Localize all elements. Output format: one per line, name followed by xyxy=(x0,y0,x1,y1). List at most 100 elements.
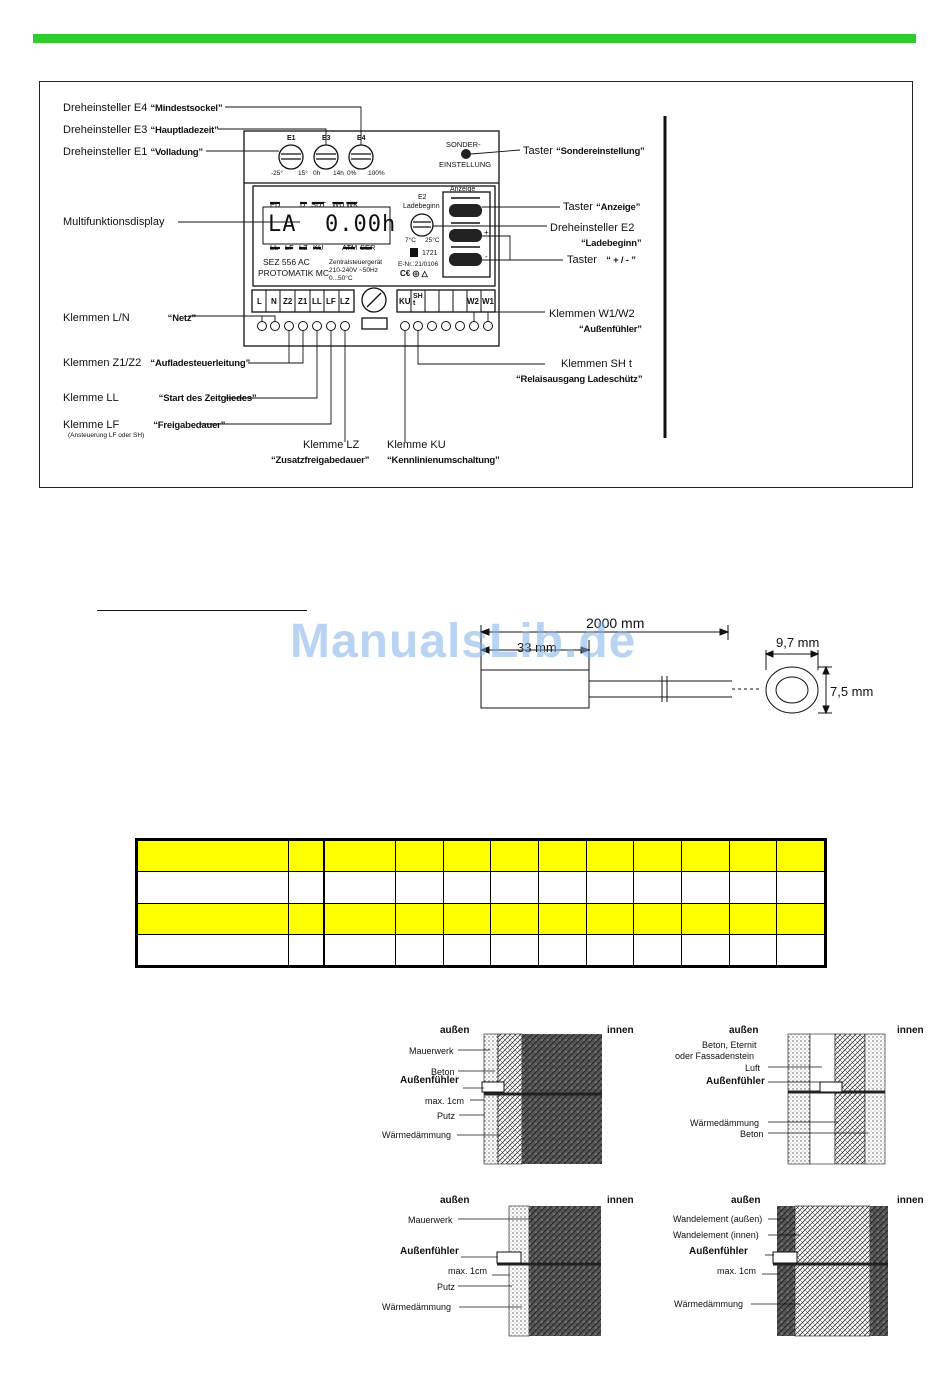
label-klemmen-sht-quote: “Relaisausgang Ladeschütz” xyxy=(516,373,642,386)
e4-scale-max: 100% xyxy=(368,170,385,177)
e2-knob-sub: Ladebeginn xyxy=(403,203,440,210)
w1-outside-label: außen xyxy=(440,1025,470,1036)
label-e1-quote: “Volladung” xyxy=(150,147,203,158)
label-klemme-lz-name: Klemme LZ xyxy=(303,439,360,451)
label-e1: Dreheinsteller E1 “Volladung” xyxy=(63,146,203,159)
wall-diagram-3 xyxy=(496,1205,601,1337)
label-klemme-lf-quote: “Freigabedauer” xyxy=(153,420,226,431)
w1-label-mauerwerk: Mauerwerk xyxy=(409,1046,454,1056)
w3-label-aussenfuehler: Außenfühler xyxy=(400,1246,459,1257)
table-row xyxy=(137,933,825,967)
cover-latch xyxy=(361,317,388,330)
label-klemmen-z1z2: Klemmen Z1/Z2 “Aufladesteuerleitung” xyxy=(63,357,250,370)
label-klemme-ll-name: Klemme LL xyxy=(63,392,119,404)
lcd-top-ed: ED xyxy=(270,200,281,209)
sensor-head xyxy=(480,669,590,709)
label-taster-pm-name: Taster xyxy=(567,254,597,266)
w4-label-wandelement-aussen: Wandelement (außen) xyxy=(673,1214,763,1224)
device-model: SEZ 556 AC xyxy=(263,257,310,267)
e1-scale-min: -25° xyxy=(271,170,283,177)
lcd-bot-ser: SER xyxy=(360,243,376,252)
lcd-top-wu: WU xyxy=(332,200,345,209)
e2-scale-min: 7°C xyxy=(405,237,416,244)
label-klemmen-z1z2-name: Klemmen Z1/Z2 xyxy=(63,357,142,369)
sensor-head-length-label: 33 mm xyxy=(517,640,557,655)
w3-inside-label: innen xyxy=(607,1195,634,1206)
w1-label-max: max. 1cm xyxy=(425,1096,465,1106)
terminal-n: N xyxy=(271,297,277,306)
minus-symbol: - xyxy=(485,252,488,261)
w1-label-waermedaemmung: Wärmedämmung xyxy=(382,1130,452,1140)
label-taster-anzeige: Taster “Anzeige” xyxy=(563,201,640,214)
label-e4: Dreheinsteller E4 “Mindestsockel” xyxy=(63,102,223,115)
approval-icon xyxy=(410,248,418,257)
w3-label-waermedaemmung: Wärmedämmung xyxy=(382,1302,452,1312)
terminal-block-left xyxy=(251,289,355,313)
label-klemme-ku-name: Klemme KU xyxy=(387,439,446,451)
w4-label-aussenfuehler: Außenfühler xyxy=(689,1246,748,1257)
e4-scale-min: 0% xyxy=(347,170,357,177)
w2-label-waermedaemmung: Wärmedämmung xyxy=(690,1118,760,1128)
terminal-w2: W2 xyxy=(467,297,479,306)
watermark: ManualsLib.de xyxy=(290,615,637,668)
terminal-sht: SH t xyxy=(413,293,423,307)
w2-label-beton: Beton xyxy=(740,1129,764,1139)
label-taster-anzeige-name: Taster xyxy=(563,201,593,213)
label-e1-name: Dreheinsteller E1 xyxy=(63,146,148,158)
w4-inside-label: innen xyxy=(897,1195,924,1206)
lcd-top-wk: WK xyxy=(346,200,359,209)
button-panel xyxy=(442,191,491,278)
w3-label-max: max. 1cm xyxy=(448,1266,488,1276)
knob-e4 xyxy=(348,144,374,170)
lcd-top-d: D xyxy=(300,200,306,209)
label-e3: Dreheinsteller E3 “Hauptladezeit” xyxy=(63,124,219,137)
knob-e3-label: E3 xyxy=(322,135,331,142)
label-klemmen-sht-quote-text: “Relaisausgang Ladeschütz” xyxy=(516,374,643,385)
wall-diagram-1 xyxy=(481,1033,602,1165)
sensor-drawing xyxy=(479,625,832,715)
table-row xyxy=(137,902,825,935)
lcd-bot-lz: LZ xyxy=(299,243,308,252)
knob-e1 xyxy=(278,144,304,170)
label-klemmen-ln-name: Klemmen L/N xyxy=(63,312,130,324)
w1-label-beton: Beton xyxy=(431,1067,455,1077)
center-screw xyxy=(361,287,387,313)
device-spec-2: 210-240V ~50Hz xyxy=(329,267,378,274)
lcd-bot-ll: LL xyxy=(270,243,279,252)
label-e3-quote: “Hauptladezeit” xyxy=(150,125,219,136)
label-klemme-lf-note: (Ansteuerung LF oder SH) xyxy=(68,432,145,439)
ce-mark-icon: C€ ◎ △ xyxy=(400,269,428,278)
w4-outside-label: außen xyxy=(731,1195,761,1206)
lcd-bot-ku: KU xyxy=(313,243,324,252)
label-klemme-lf-name: Klemme LF xyxy=(63,419,120,431)
device-spec-1: Zentralsteuergerät xyxy=(329,259,383,266)
knob-e4-label: E4 xyxy=(357,135,366,142)
sensor-cross-section-outer xyxy=(765,666,819,714)
label-e2-name: Dreheinsteller E2 xyxy=(550,222,635,234)
label-klemme-lz-quote-text: “Zusatzfreigabedauer” xyxy=(271,455,370,466)
label-klemmen-w1w2-name: Klemmen W1/W2 xyxy=(549,308,635,320)
sensor-height-label: 7,5 mm xyxy=(830,684,874,699)
table-row xyxy=(137,839,825,873)
section-heading-underline xyxy=(97,610,307,611)
plus-symbol: + xyxy=(484,228,489,237)
label-taster-anzeige-quote: “Anzeige” xyxy=(596,202,641,213)
wall-diagrams xyxy=(457,1033,888,1337)
button-plus xyxy=(449,229,482,242)
device-spec-3: 0...50°C xyxy=(329,275,353,282)
device-brand: PROTOMATIK MC xyxy=(258,268,329,278)
device-certificate: E-Nr.:21/0106 xyxy=(398,261,439,268)
lcd-screen xyxy=(262,206,391,245)
w2-label-aussenfuehler: Außenfühler xyxy=(706,1076,765,1087)
label-taster-pm: Taster “ + / - ” xyxy=(567,254,636,267)
label-display: Multifunktionsdisplay xyxy=(63,216,165,228)
lcd-bot-atm: ATM xyxy=(342,243,358,252)
terminal-block-right xyxy=(396,289,496,313)
label-e4-name: Dreheinsteller E4 xyxy=(63,102,148,114)
lcd-main-text: LA 0.00h xyxy=(268,212,397,237)
label-klemme-ku-quote-text: “Kennlinienumschaltung” xyxy=(387,455,500,466)
w1-inside-label: innen xyxy=(607,1025,634,1036)
w1-label-aussenfuehler: Außenfühler xyxy=(400,1075,459,1086)
label-klemme-ll: Klemme LL“Start des Zeitgliedes” xyxy=(63,392,257,405)
label-klemmen-sht-name: Klemmen SH t xyxy=(561,358,632,370)
